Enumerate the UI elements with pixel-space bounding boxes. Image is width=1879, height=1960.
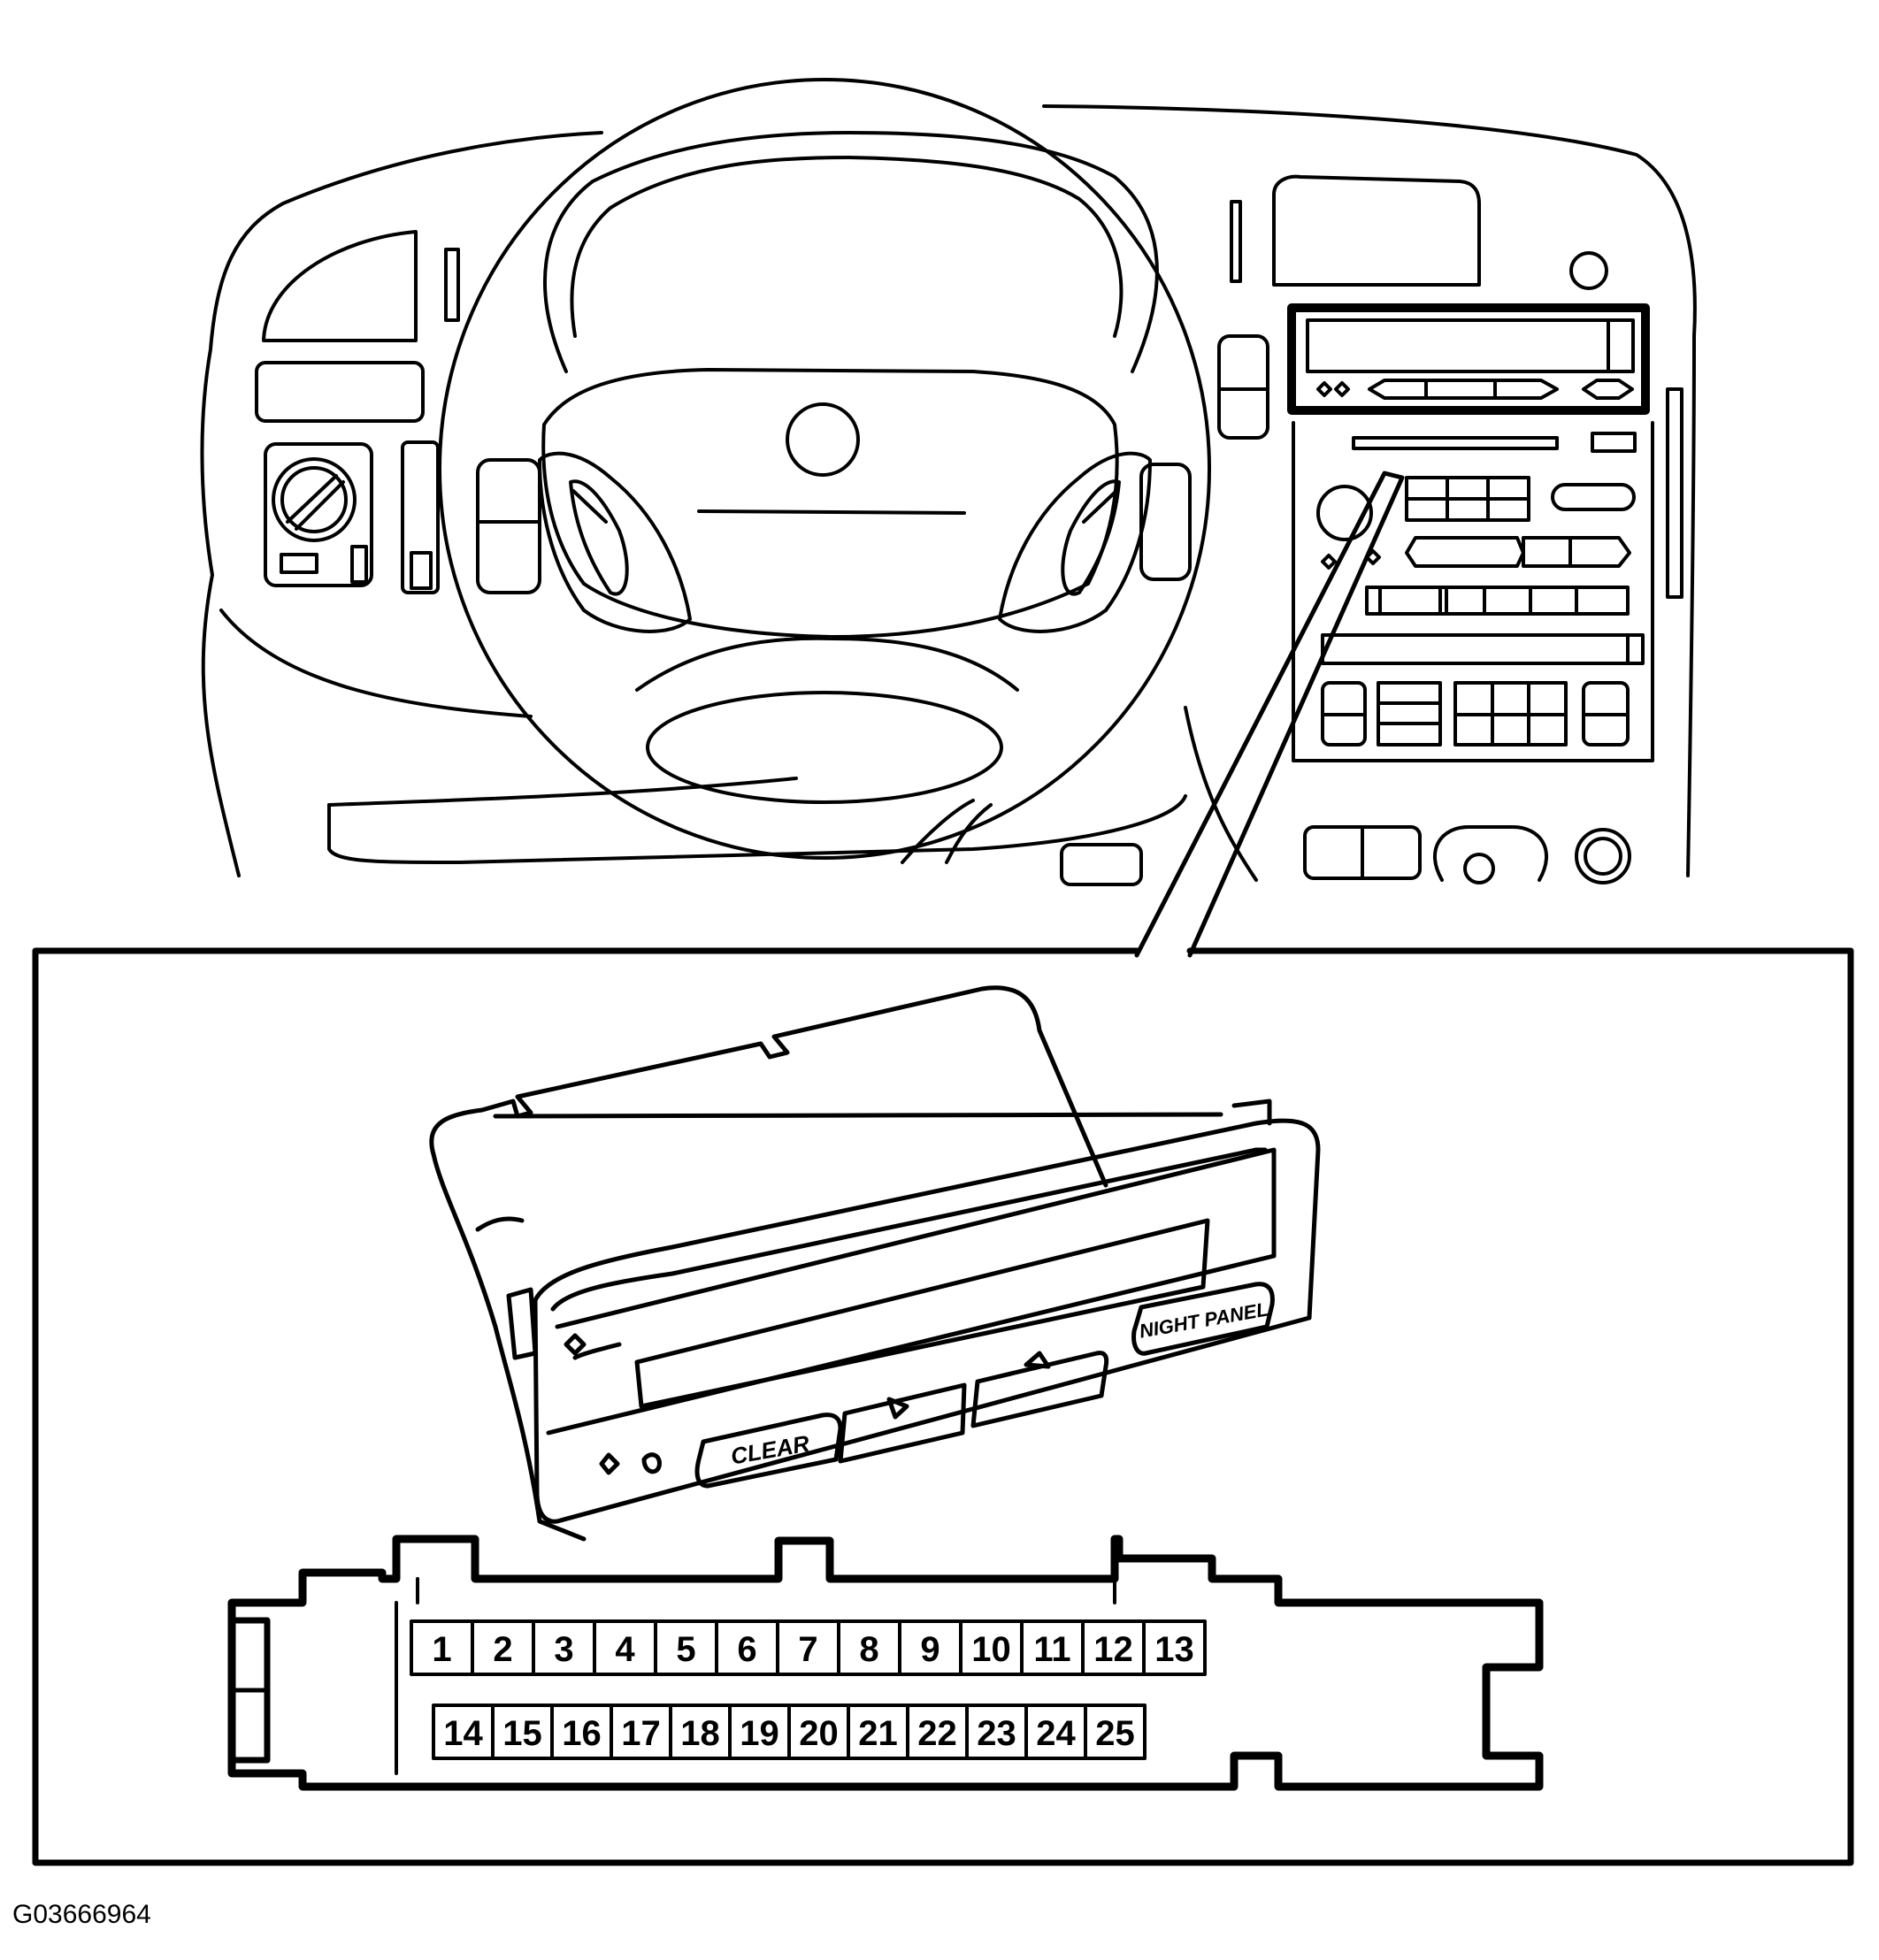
pin-number-label: 11 bbox=[1033, 1630, 1070, 1669]
dashboard-overview bbox=[200, 78, 1697, 958]
pin-number-label: 9 bbox=[920, 1630, 940, 1669]
clear-button-shape bbox=[694, 1413, 843, 1489]
pin-number-label: 22 bbox=[917, 1714, 957, 1753]
pin-number-label: 10 bbox=[971, 1630, 1011, 1669]
pin-number-label: 1 bbox=[432, 1630, 451, 1669]
pin-number-label: 2 bbox=[493, 1630, 512, 1669]
night-panel-button-shape bbox=[1131, 1282, 1275, 1356]
pin-number-label: 3 bbox=[554, 1630, 573, 1669]
pin-number-label: 17 bbox=[621, 1714, 661, 1753]
pin-number-label: 25 bbox=[1095, 1714, 1135, 1753]
connector-pins-top bbox=[410, 1619, 1207, 1676]
pin-number-label: 24 bbox=[1036, 1714, 1076, 1753]
pin-number-label: 12 bbox=[1093, 1630, 1133, 1669]
connector-pin-cell bbox=[1084, 1704, 1147, 1760]
pin-number-label: 14 bbox=[443, 1714, 483, 1753]
pin-number-label: 6 bbox=[737, 1630, 756, 1669]
pin-number-label: 23 bbox=[977, 1714, 1016, 1753]
connector-pins-bottom bbox=[432, 1704, 1147, 1760]
pin-number-label: 13 bbox=[1154, 1630, 1194, 1669]
pin-number-label: 20 bbox=[799, 1714, 839, 1753]
connector-housing bbox=[227, 1535, 1544, 1791]
left-vent bbox=[262, 230, 418, 342]
info-display-unit bbox=[429, 985, 1321, 1542]
pin-number-label: 21 bbox=[858, 1714, 898, 1753]
headlight-switch-knob bbox=[272, 457, 357, 542]
headlight-switch-panel bbox=[264, 442, 373, 587]
center-stack bbox=[1217, 174, 1683, 884]
connector-pin-cell bbox=[1142, 1619, 1207, 1676]
up-arrow-button-shape bbox=[970, 1351, 1109, 1428]
figure-id: G03666964 bbox=[12, 1900, 151, 1929]
inset-frame bbox=[32, 947, 1854, 1866]
pin-number-label: 8 bbox=[859, 1630, 878, 1669]
pin-number-label: 18 bbox=[680, 1714, 720, 1753]
pin-number-label: 5 bbox=[676, 1630, 695, 1669]
down-arrow-button-shape bbox=[838, 1382, 967, 1464]
pin-labels-bottom: 14 15 16 17 18 19 20 21 22 23 24 25 bbox=[443, 1714, 1135, 1753]
callout-leader bbox=[1134, 471, 1405, 958]
steering-wheel bbox=[438, 78, 1211, 886]
info-display-location bbox=[1287, 303, 1650, 415]
pin-number-label: 19 bbox=[740, 1714, 779, 1753]
pin-number-label: 16 bbox=[562, 1714, 602, 1753]
pin-number-label: 7 bbox=[798, 1630, 817, 1669]
horn-emblem bbox=[786, 402, 860, 477]
pin-number-label: 4 bbox=[615, 1630, 635, 1669]
pin-number-label: 15 bbox=[502, 1714, 542, 1753]
dashboard-outline bbox=[200, 104, 1697, 877]
